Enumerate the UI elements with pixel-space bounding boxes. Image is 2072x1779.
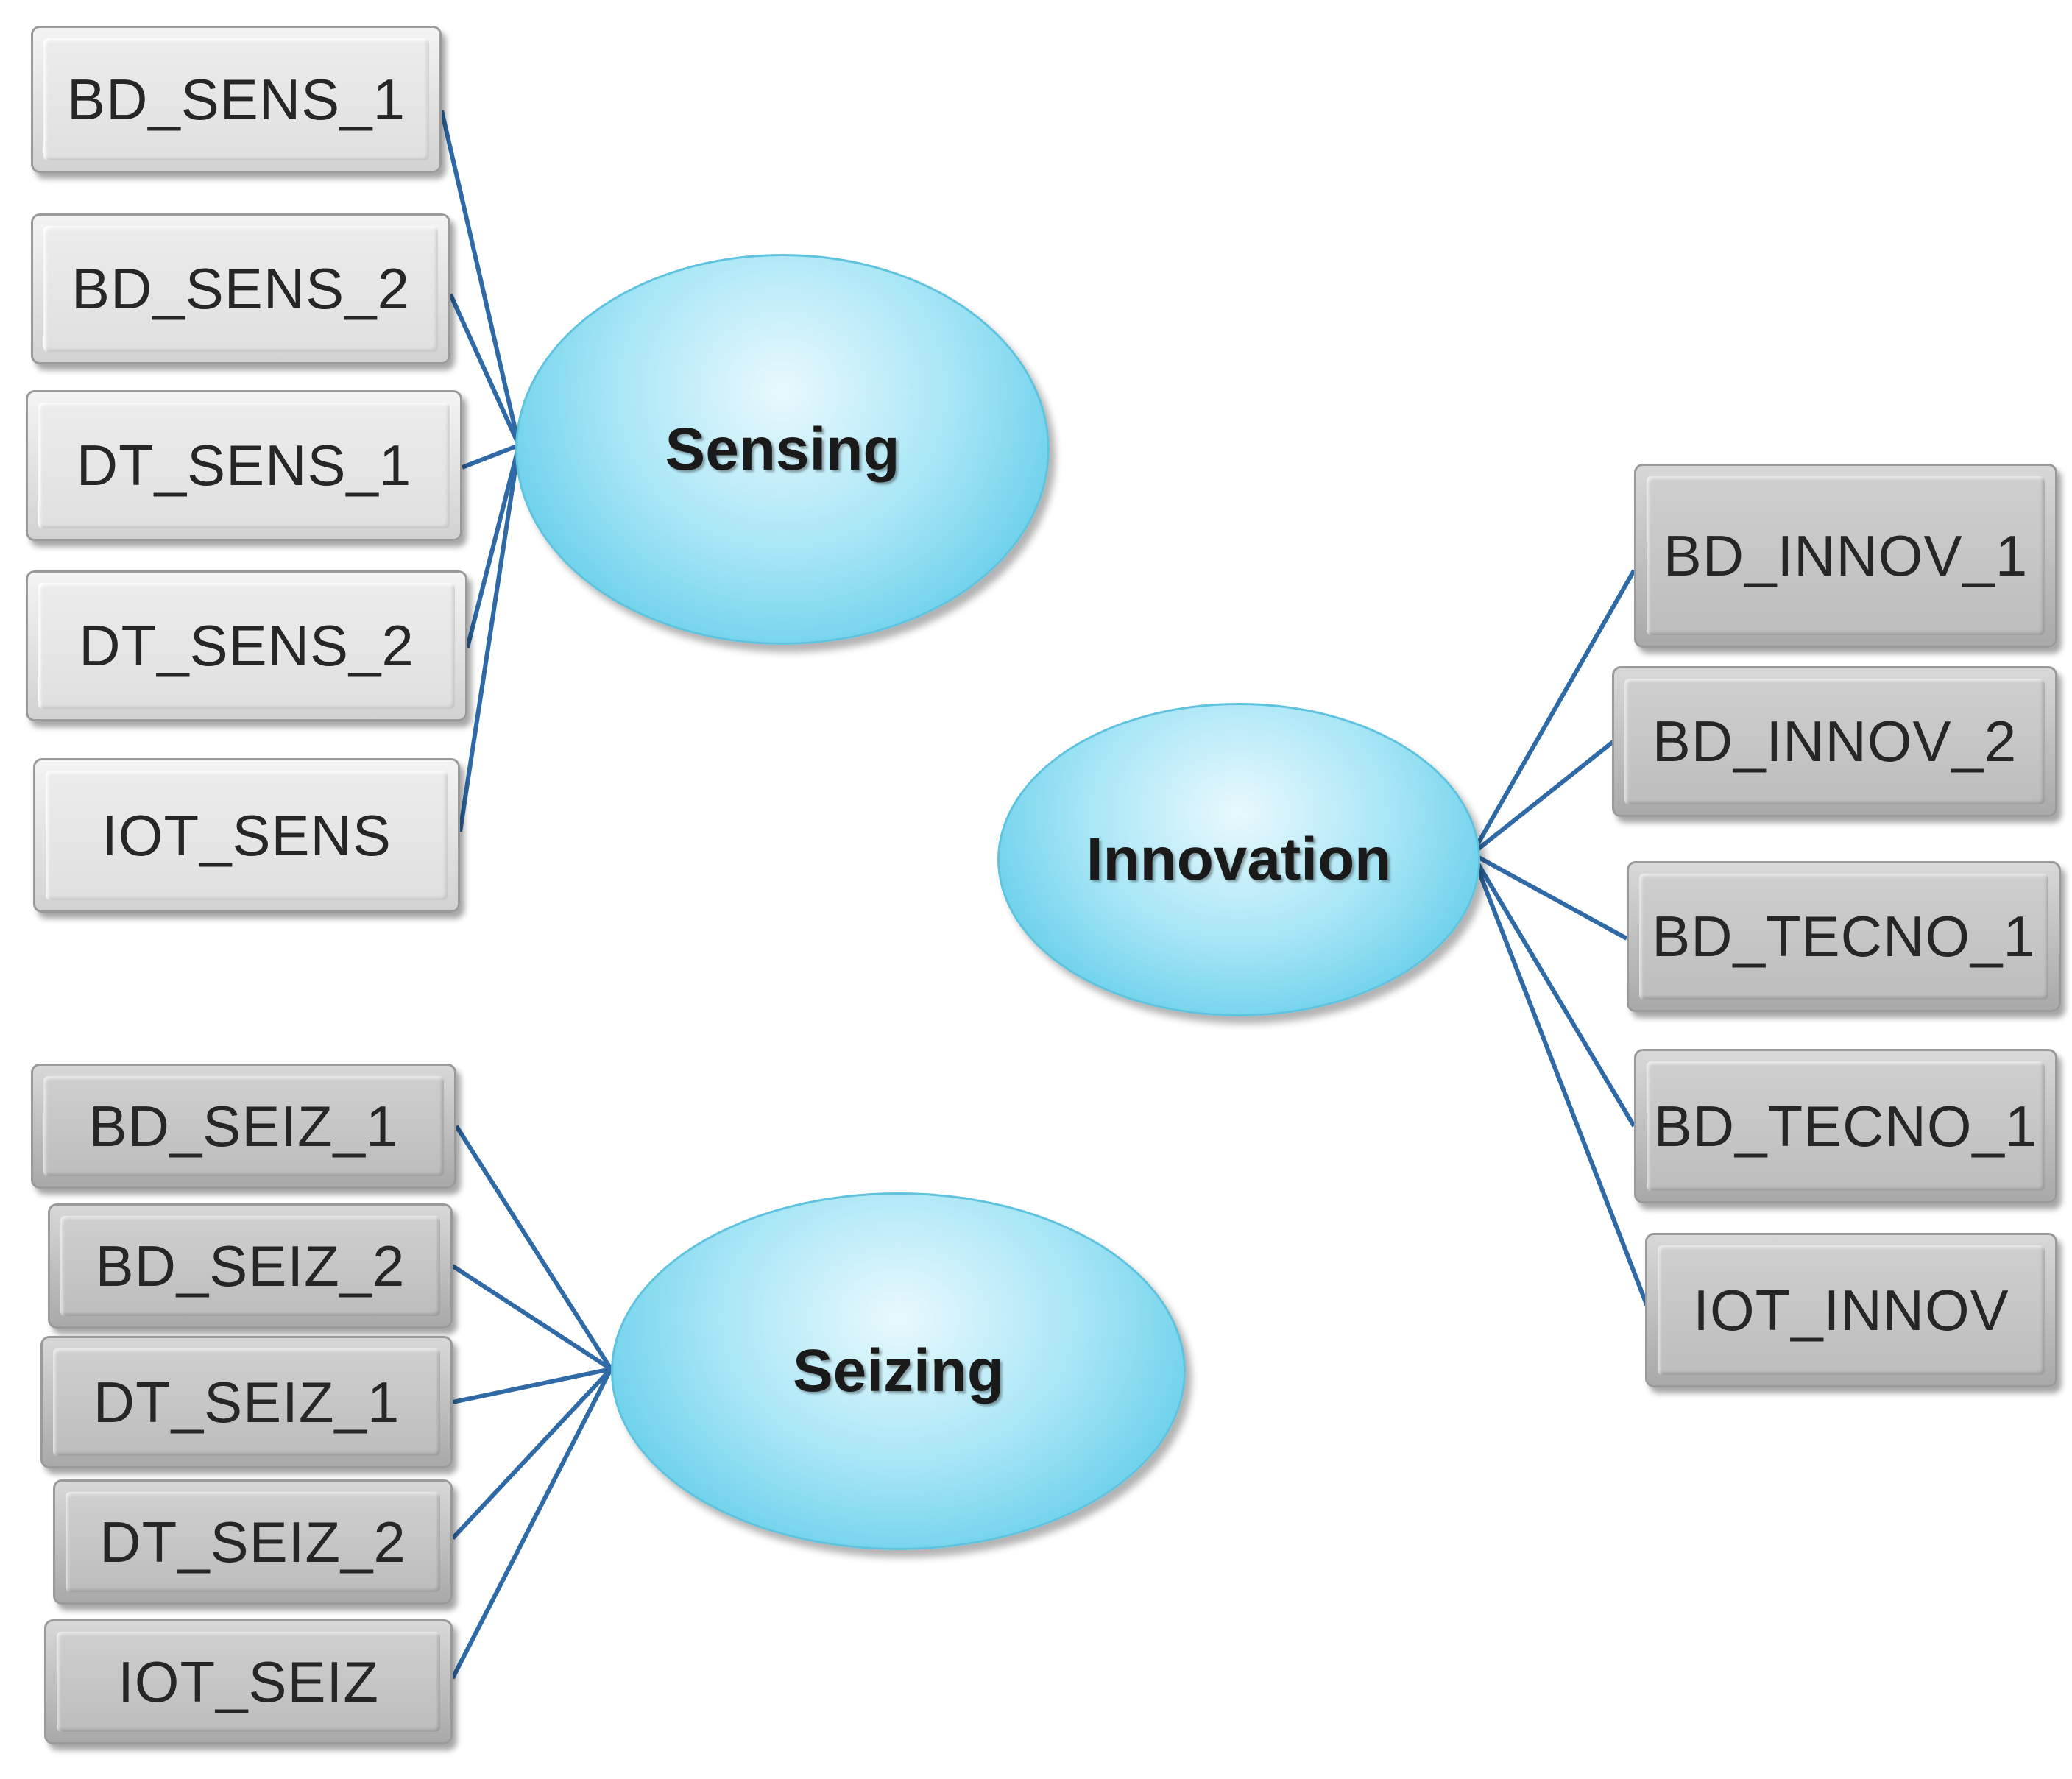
connector-line [454, 1125, 613, 1370]
indicator-label: DT_SEIZ_1 [93, 1369, 400, 1435]
indicator-box: DT_SEIZ_2 [53, 1479, 453, 1605]
indicator-label: IOT_SEIZ [118, 1649, 379, 1714]
indicator-box: DT_SENS_2 [26, 570, 467, 721]
indicator-label: DT_SENS_1 [76, 433, 412, 498]
indicator-label: BD_TECNO_1 [1653, 1093, 2038, 1159]
connector-line [1471, 738, 1617, 856]
connector-line [439, 110, 521, 446]
indicator-box: BD_INNOV_2 [1612, 666, 2057, 817]
indicator-label: IOT_INNOV [1693, 1277, 2009, 1343]
connector-line [448, 293, 521, 447]
construct-seizing: Seizing [611, 1192, 1186, 1550]
indicator-box: BD_SEIZ_1 [31, 1064, 456, 1189]
indicator-label: BD_INNOV_2 [1652, 709, 2018, 774]
connector-line [451, 1264, 612, 1371]
indicator-box: DT_SENS_1 [26, 390, 462, 541]
connector-line [461, 443, 520, 470]
construct-label: Innovation [1086, 826, 1392, 893]
indicator-box: BD_SENS_1 [31, 26, 442, 173]
indicator-box: BD_INNOV_1 [1634, 464, 2057, 648]
connector-line [458, 445, 521, 832]
connector-line [465, 445, 521, 648]
indicator-label: BD_SEIZ_2 [95, 1233, 406, 1298]
indicator-box: BD_TECNO_1 [1634, 1049, 2057, 1203]
indicator-box: BD_TECNO_1 [1627, 861, 2061, 1012]
connector-line [1470, 569, 1636, 855]
indicator-box: IOT_SENS [33, 758, 460, 913]
indicator-label: BD_TECNO_1 [1652, 904, 2036, 969]
indicator-label: BD_INNOV_1 [1663, 523, 2029, 588]
connector-line [1470, 852, 1651, 1312]
connector-line [1470, 852, 1636, 1128]
connector-line [452, 1367, 612, 1404]
indicator-label: IOT_SENS [102, 802, 392, 868]
indicator-box: IOT_INNOV [1645, 1233, 2057, 1387]
indicator-box: BD_SENS_2 [31, 213, 450, 364]
indicator-label: DT_SEIZ_2 [99, 1509, 406, 1574]
indicator-box: IOT_SEIZ [44, 1619, 453, 1744]
indicator-box: DT_SEIZ_1 [40, 1336, 453, 1468]
indicator-label: BD_SEIZ_1 [88, 1093, 399, 1159]
construct-label: Seizing [792, 1337, 1005, 1404]
indicator-label: BD_SENS_2 [71, 256, 410, 321]
connector-line [450, 1368, 613, 1680]
connector-line [1471, 852, 1628, 941]
indicator-label: DT_SENS_2 [79, 613, 414, 678]
indicator-box: BD_SEIZ_2 [48, 1203, 453, 1329]
construct-sensing: Sensing [515, 254, 1050, 645]
construct-label: Sensing [665, 415, 900, 483]
connector-line [450, 1367, 613, 1541]
indicator-label: BD_SENS_1 [67, 66, 406, 132]
construct-innovation: Innovation [997, 703, 1480, 1016]
